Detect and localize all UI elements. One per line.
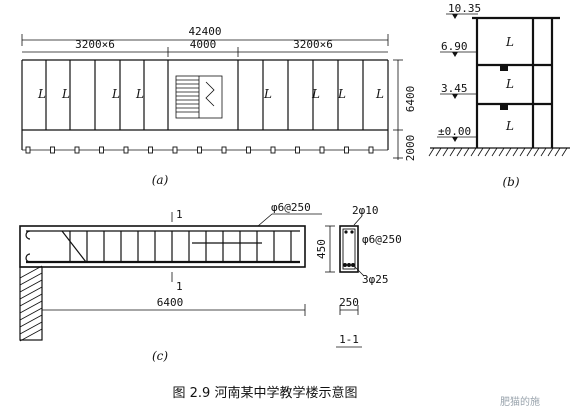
corridor-column <box>368 146 374 154</box>
ground-hatch-line <box>540 147 547 157</box>
beam-stirrups <box>69 231 292 262</box>
cross-section: 450 250 2φ10 φ6@250 3φ25 1-1 <box>315 204 402 348</box>
beam-tag: (c) <box>152 349 168 363</box>
section-marker-3: L <box>505 35 514 49</box>
ground-hatch-line <box>498 147 505 157</box>
corridor-column <box>270 146 276 154</box>
corridor-column <box>319 146 325 154</box>
ground-hatch-line <box>491 147 498 157</box>
ground-hatch-line <box>561 147 568 157</box>
cut-mark-top: 1 <box>176 208 183 221</box>
section-marker-2: L <box>505 77 514 91</box>
wall-hatch-line <box>19 328 43 342</box>
plan-bay-right: 3200×6 <box>293 38 333 51</box>
wall-hatch-line <box>19 293 43 307</box>
corridor-column <box>221 146 227 154</box>
corridor-column <box>123 146 129 154</box>
wall-hatch-line <box>19 307 43 321</box>
cross-section-stirrup <box>342 228 356 270</box>
corridor-column <box>295 146 300 154</box>
ground-hatch-line <box>526 147 533 157</box>
section-ground-hatch <box>428 147 568 157</box>
wall-hatch-line <box>19 300 43 314</box>
corridor-column <box>197 146 202 154</box>
plan-corridor: 2000 <box>404 135 417 162</box>
ground-hatch-line <box>484 147 491 157</box>
ground-hatch-line <box>463 147 470 157</box>
plan-l-marker: L <box>61 87 70 101</box>
building-section: 10.35 6.90 3.45 ±0.00 L L L (b) <box>428 2 570 189</box>
figure-caption: 图 2.9 河南某中学教学楼示意图 <box>173 385 358 401</box>
ground-hatch-line <box>428 147 435 157</box>
level-2: 3.45 <box>441 82 468 95</box>
plan-bay-mid: 4000 <box>190 38 217 51</box>
plan-total-width: 42400 <box>188 25 221 38</box>
corridor-column <box>246 146 251 154</box>
cross-section-stirrup-label: φ6@250 <box>362 233 402 246</box>
wall-support <box>19 266 43 341</box>
wall-hatch-line <box>19 279 43 293</box>
wall-hatch-line <box>19 321 43 335</box>
plan-bay-left: 3200×6 <box>75 38 115 51</box>
wall-support-hatch <box>19 265 43 342</box>
level-roof: 10.35 <box>448 2 481 15</box>
level-ground: ±0.00 <box>438 125 471 138</box>
cross-section-bottom-bars: 3φ25 <box>362 273 389 286</box>
level-3: 6.90 <box>441 40 468 53</box>
beam-span: 6400 <box>157 296 184 309</box>
plan-tag: (a) <box>152 173 169 187</box>
cross-section-width: 250 <box>339 296 359 309</box>
ground-hatch-line <box>442 147 449 157</box>
ground-hatch-line <box>547 147 554 157</box>
plan-l-marker: L <box>375 87 384 101</box>
plan-l-marker: L <box>337 87 346 101</box>
wall-hatch-line <box>19 314 43 328</box>
wall-hatch-line <box>19 272 43 286</box>
ground-hatch-line <box>470 147 477 157</box>
ground-hatch-line <box>505 147 512 157</box>
cut-mark-bottom: 1 <box>176 280 183 293</box>
plan-l-marker: L <box>263 87 272 101</box>
plan-l-marker: L <box>135 87 144 101</box>
cross-section-outline <box>339 225 359 273</box>
plan-partitions <box>45 60 364 130</box>
watermark: 肥猫的施 <box>500 395 540 408</box>
plan-l-marker: L <box>111 87 120 101</box>
ground-hatch-line <box>435 147 442 157</box>
ground-hatch-line <box>477 147 484 157</box>
corridor-column <box>148 146 153 154</box>
plan-l-marker: L <box>37 87 46 101</box>
floor-plan: 42400 3200×6 4000 3200×6 L L L L L L L L <box>21 25 417 187</box>
plan-stair <box>175 75 223 119</box>
cross-section-height: 450 <box>315 239 328 259</box>
beam-stirrup-label: φ6@250 <box>271 201 311 214</box>
corridor-column <box>172 146 178 154</box>
ground-hatch-line <box>519 147 526 157</box>
beam-elevation: 1 1 φ6@250 6400 (c) <box>19 201 322 363</box>
section-tag: (b) <box>502 175 519 189</box>
ground-hatch-line <box>456 147 463 157</box>
plan-corridor-columns <box>25 146 374 154</box>
beam-bent-bar <box>61 230 87 263</box>
beam-outline <box>19 225 306 268</box>
cross-section-top-bars: 2φ10 <box>352 204 379 217</box>
ground-hatch-line <box>512 147 519 157</box>
ground-hatch-line <box>533 147 540 157</box>
wall-hatch-line <box>19 265 43 279</box>
wall-hatch-line <box>19 286 43 300</box>
cross-section-title: 1-1 <box>339 333 359 346</box>
corridor-column <box>50 146 55 154</box>
corridor-column <box>344 146 349 154</box>
corridor-column <box>25 146 31 154</box>
ground-hatch-line <box>554 147 561 157</box>
section-marker-1: L <box>505 119 514 133</box>
plan-l-marker: L <box>311 87 320 101</box>
ground-hatch-line <box>449 147 456 157</box>
corridor-column <box>99 146 104 154</box>
corridor-column <box>74 146 80 154</box>
plan-depth: 6400 <box>404 86 417 113</box>
